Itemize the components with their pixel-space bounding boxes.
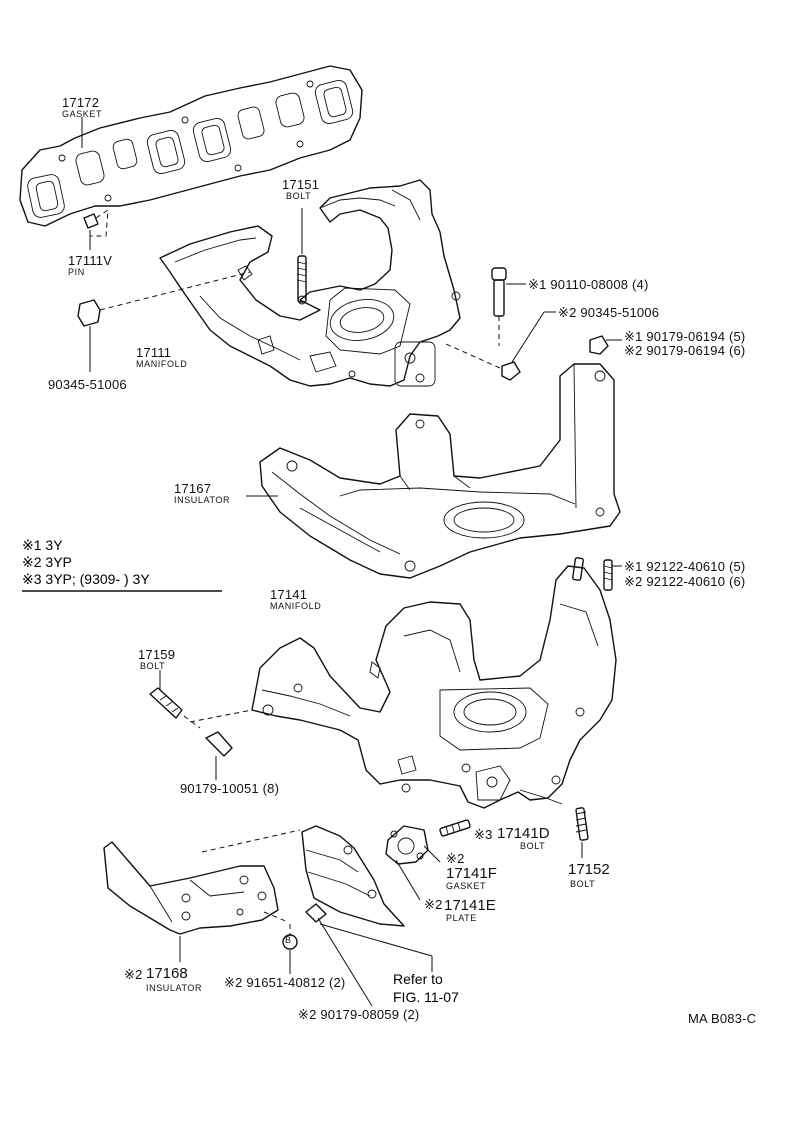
label-17172-name: GASKET <box>62 109 103 119</box>
washer-b-symbol <box>282 934 298 974</box>
plug-90345-right <box>445 311 556 381</box>
label-90110: ※1 90110-08008 (4) <box>528 277 649 292</box>
diagram-code: MA B083-C <box>688 1011 757 1026</box>
insulator-17168 <box>103 829 301 962</box>
label-90179-06194-a: ※1 90179-06194 (5) <box>624 329 746 344</box>
nut-90179-10051 <box>205 731 233 780</box>
label-17111v-num: 17111V <box>68 253 113 268</box>
bolt-17151 <box>297 208 307 303</box>
label-17172-num: 17172 <box>62 95 100 110</box>
label-17151-num: 17151 <box>282 177 320 192</box>
label-17152-name: BOLT <box>570 879 596 889</box>
nut-90179-06194 <box>589 335 622 355</box>
refer-note: Refer to FIG. 11-07 <box>393 970 459 1006</box>
label-17167-name: INSULATOR <box>174 495 231 505</box>
legend-row-3: ※3 3YP; (9309- ) 3Y <box>22 571 150 587</box>
label-17141f-name: GASKET <box>446 881 487 891</box>
applicability-legend: ※1 3Y ※2 3YP ※3 3YP; (9309- ) 3Y <box>22 537 150 588</box>
label-17159-name: BOLT <box>140 661 166 671</box>
label-17168-name: INSULATOR <box>146 983 203 993</box>
label-17141-name: MANIFOLD <box>270 601 322 611</box>
bolt-90110 <box>491 267 526 346</box>
label-91651-40812: ※2 91651-40812 (2) <box>224 975 346 990</box>
label-17141e-mark: ※2 <box>424 897 443 912</box>
label-17141f-num: 17141F <box>446 865 497 882</box>
label-17141f-mark: ※2 <box>446 851 465 866</box>
label-17168-num: 17168 <box>146 965 188 982</box>
label-17151-name: BOLT <box>286 191 312 201</box>
label-17141e-name: PLATE <box>446 913 477 923</box>
legend-row-2: ※2 3YP <box>22 554 72 570</box>
plate-17141e <box>301 825 421 927</box>
label-90345-left: 90345-51006 <box>48 377 127 392</box>
label-90179-08059: ※2 90179-08059 (2) <box>298 1007 420 1022</box>
refer-line1: Refer to <box>393 971 443 987</box>
washer-b-letter: B <box>285 935 292 945</box>
gasket-17141f <box>385 825 441 865</box>
label-90179-10051: 90179-10051 (8) <box>180 781 280 796</box>
label-90345-right: ※2 90345-51006 <box>558 305 660 320</box>
label-92122-a: ※1 92122-40610 (5) <box>624 559 746 574</box>
label-17141d-mark: ※3 <box>474 827 493 842</box>
label-17159-num: 17159 <box>138 647 176 662</box>
label-17141-num: 17141 <box>270 587 308 602</box>
refer-line2: FIG. 11-07 <box>393 989 459 1005</box>
label-17141e-num: 17141E <box>444 897 496 914</box>
plug-90345-left <box>77 271 251 372</box>
label-17111-num: 17111 <box>136 345 172 360</box>
bolt-17159 <box>149 670 253 729</box>
gasket-17172 <box>19 65 363 227</box>
manifold-17111 <box>159 179 461 387</box>
bolt-17152 <box>575 807 589 858</box>
label-90179-06194-b: ※2 90179-06194 (6) <box>624 343 746 358</box>
stud-92122 <box>572 557 622 591</box>
legend-row-1: ※1 3Y <box>22 537 63 553</box>
label-92122-b: ※2 92122-40610 (6) <box>624 574 746 589</box>
label-17111-name: MANIFOLD <box>136 359 188 369</box>
label-17141d-name: BOLT <box>520 841 546 851</box>
label-17168-mark: ※2 <box>124 967 143 982</box>
nut-90179-08059 <box>305 903 433 1007</box>
manifold-17141 <box>251 565 617 809</box>
bolt-17141d <box>439 819 471 837</box>
insulator-17167 <box>259 363 621 579</box>
label-17152-num: 17152 <box>568 861 610 878</box>
label-17111v-name: PIN <box>68 267 85 277</box>
label-17167-num: 17167 <box>174 481 212 496</box>
pin-17111v <box>83 209 109 250</box>
label-17141d-num: 17141D <box>497 825 550 842</box>
